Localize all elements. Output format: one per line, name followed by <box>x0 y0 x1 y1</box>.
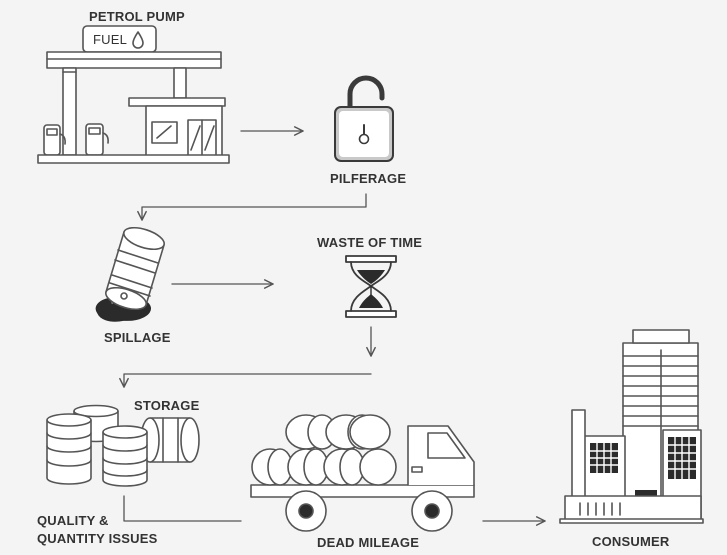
storage-drums-icon <box>46 404 200 487</box>
spillage-label: SPILLAGE <box>104 330 171 345</box>
tanker-truck-icon <box>250 414 475 532</box>
petrol-pump-icon <box>37 25 230 164</box>
petrol-pump-label: PETROL PUMP <box>89 9 185 24</box>
quality-label-line2: QUANTITY ISSUES <box>37 531 158 546</box>
flow-arrows <box>119 126 546 526</box>
pilferage-label: PILFERAGE <box>330 171 407 186</box>
padlock-icon <box>334 75 394 162</box>
fuel-sign-label: FUEL <box>93 32 128 47</box>
arrow-pilferage-to-spillage <box>137 193 367 221</box>
dead-mileage-label: DEAD MILEAGE <box>317 535 420 550</box>
spilled-barrel-icon <box>95 226 165 322</box>
consumer-label: CONSUMER <box>592 534 670 549</box>
hourglass-icon <box>345 255 397 318</box>
waste-of-time-label: WASTE OF TIME <box>317 235 423 250</box>
arrow-to-storage-path <box>119 373 372 388</box>
storage-label: STORAGE <box>134 398 200 413</box>
arrow-storage-to-truck <box>123 495 242 522</box>
city-buildings-icon <box>559 329 704 524</box>
quality-label-line1: QUALITY & <box>37 513 109 528</box>
